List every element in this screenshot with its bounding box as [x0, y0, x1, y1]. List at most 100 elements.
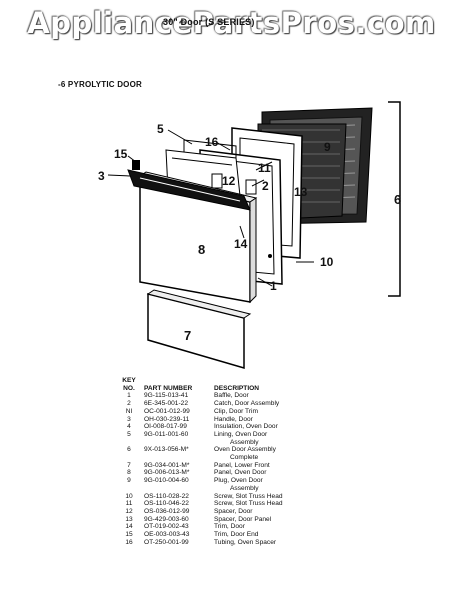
callout-15: 15 [114, 147, 128, 161]
legend-key: 6 [127, 446, 131, 454]
legend-row: 4 OI-008-017-99 Insulation, Oven Door [114, 423, 354, 431]
watermark-text: AppliancePartsPros.com [27, 6, 436, 40]
parts-legend: KEY NO. PART NUMBER DESCRIPTION 1 9G-115-… [114, 377, 354, 546]
legend-row: 15 OE-003-003-43 Trim, Door End [114, 531, 354, 539]
legend-key: 11 [125, 500, 133, 508]
legend-description-cont: Assembly [230, 484, 259, 492]
leader-lines [107, 129, 314, 287]
legend-description: Lining, Oven Door [214, 430, 268, 438]
part-3-handle [127, 169, 251, 211]
legend-part-number: OS-036-012-99 [144, 507, 190, 515]
callout-7: 7 [184, 328, 191, 343]
legend-part-number: OT-250-001-99 [144, 538, 189, 546]
callout-13: 13 [294, 185, 308, 199]
part-14-trim [249, 197, 257, 304]
legend-row-continuation: Complete [114, 454, 354, 462]
legend-desc-header: DESCRIPTION [214, 384, 260, 392]
legend-description: Trim, Door [214, 523, 245, 531]
legend-description: Baffle, Door [214, 392, 249, 400]
legend-key: 10 [125, 492, 133, 500]
legend-description: Trim, Door End [214, 531, 259, 539]
legend-part-number: OH-030-239-11 [144, 415, 190, 423]
legend-key: 12 [125, 507, 133, 515]
callout-12: 12 [222, 174, 236, 188]
legend-row: 11 OS-110-046-22 Screw, Slot Truss Head [114, 500, 354, 508]
legend-key-header-2: NO. [123, 384, 135, 392]
legend-row: 14 OT-019-002-43 Trim, Door [114, 523, 354, 531]
legend-key: 4 [127, 423, 131, 431]
legend-key: NI [125, 407, 133, 415]
legend-part-number: OT-019-002-43 [144, 523, 189, 531]
legend-description: Plug, Oven Door [214, 477, 263, 485]
legend-description: Panel, Oven Door [214, 469, 267, 477]
callout-10: 10 [320, 255, 334, 269]
legend-part-number: 9G-034-001-M* [144, 461, 190, 469]
legend-header-row-2: NO. PART NUMBER DESCRIPTION [114, 385, 354, 393]
callout-8: 8 [198, 242, 205, 257]
legend-description-cont: Assembly [230, 438, 259, 446]
legend-description: Tubing, Oven Spacer [214, 538, 277, 546]
legend-part-number: 9X-013-056-M* [144, 446, 189, 454]
legend-key: 16 [125, 538, 133, 546]
callout-3: 3 [98, 169, 105, 183]
legend-description: Spacer, Door [214, 507, 253, 515]
diagram-header: 30" Door (S SERIES) [163, 17, 255, 27]
legend-description: Insulation, Oven Door [214, 423, 278, 431]
legend-key: 14 [125, 523, 133, 531]
legend-row-continuation: Assembly [114, 485, 354, 493]
legend-part-number: OI-008-017-99 [144, 423, 187, 431]
legend-part-number: OS-110-046-22 [144, 500, 189, 508]
part-12-spacer [211, 173, 257, 195]
legend-key: 9 [127, 477, 131, 485]
legend-part-number: OC-001-012-99 [144, 407, 190, 415]
callout-6: 6 [394, 192, 401, 207]
legend-row: 12 OS-036-012-99 Spacer, Door [114, 508, 354, 516]
legend-description: Screw, Slot Truss Head [214, 500, 283, 508]
callout-2: 2 [262, 179, 269, 193]
legend-key: 2 [127, 400, 131, 408]
callout-16: 16 [205, 135, 219, 149]
section-title: -6 PYROLYTIC DOOR [58, 80, 143, 89]
legend-part-number: 9G-011-001-60 [144, 430, 189, 438]
legend-description-cont: Complete [230, 454, 259, 462]
assembly-bracket [388, 101, 401, 297]
legend-rows: 1 9G-115-013-41 Baffle, Door 2 6E-345-001-22… [114, 392, 354, 546]
callout-5: 5 [157, 122, 164, 136]
legend-part-number: OE-003-003-43 [144, 531, 190, 539]
legend-description: Handle, Door [214, 415, 253, 423]
legend-key: 1 [127, 392, 131, 400]
legend-part-number: OS-110-028-22 [144, 492, 189, 500]
callout-14: 14 [234, 237, 248, 251]
legend-part-number: 6E-345-001-22 [144, 400, 188, 408]
part-7-lower-panel [146, 289, 252, 369]
legend-part-number: 9G-115-013-41 [144, 392, 189, 400]
legend-key: 15 [125, 531, 133, 539]
legend-row-continuation: Assembly [114, 439, 354, 447]
legend-description: Spacer, Door Panel [214, 515, 272, 523]
legend-row: 9 9G-010-004-60 Plug, Oven Door [114, 477, 354, 485]
legend-part-header: PART NUMBER [144, 384, 193, 392]
legend-description: Catch, Door Assembly [214, 400, 280, 408]
legend-row: 1 9G-115-013-41 Baffle, Door [114, 392, 354, 400]
callout-1: 1 [270, 279, 277, 293]
legend-row: 16 OT-250-001-99 Tubing, Oven Spacer [114, 539, 354, 547]
legend-part-number: 9G-429-003-60 [144, 515, 189, 523]
legend-header-row-1: KEY [114, 377, 354, 385]
callout-9: 9 [324, 140, 331, 154]
legend-key: 7 [127, 461, 131, 469]
legend-key: 3 [127, 415, 131, 423]
legend-part-number: 9G-006-013-M* [144, 469, 190, 477]
legend-row: 5 9G-011-001-60 Lining, Oven Door [114, 431, 354, 439]
legend-key-header: KEY [122, 377, 136, 384]
legend-part-number: 9G-010-004-60 [144, 477, 189, 485]
legend-description: Oven Door Assembly [214, 446, 276, 454]
legend-row: 7 9G-034-001-M* Panel, Lower Front [114, 462, 354, 470]
legend-key: 5 [127, 430, 131, 438]
legend-key: 13 [125, 515, 133, 523]
legend-description: Panel, Lower Front [214, 461, 270, 469]
